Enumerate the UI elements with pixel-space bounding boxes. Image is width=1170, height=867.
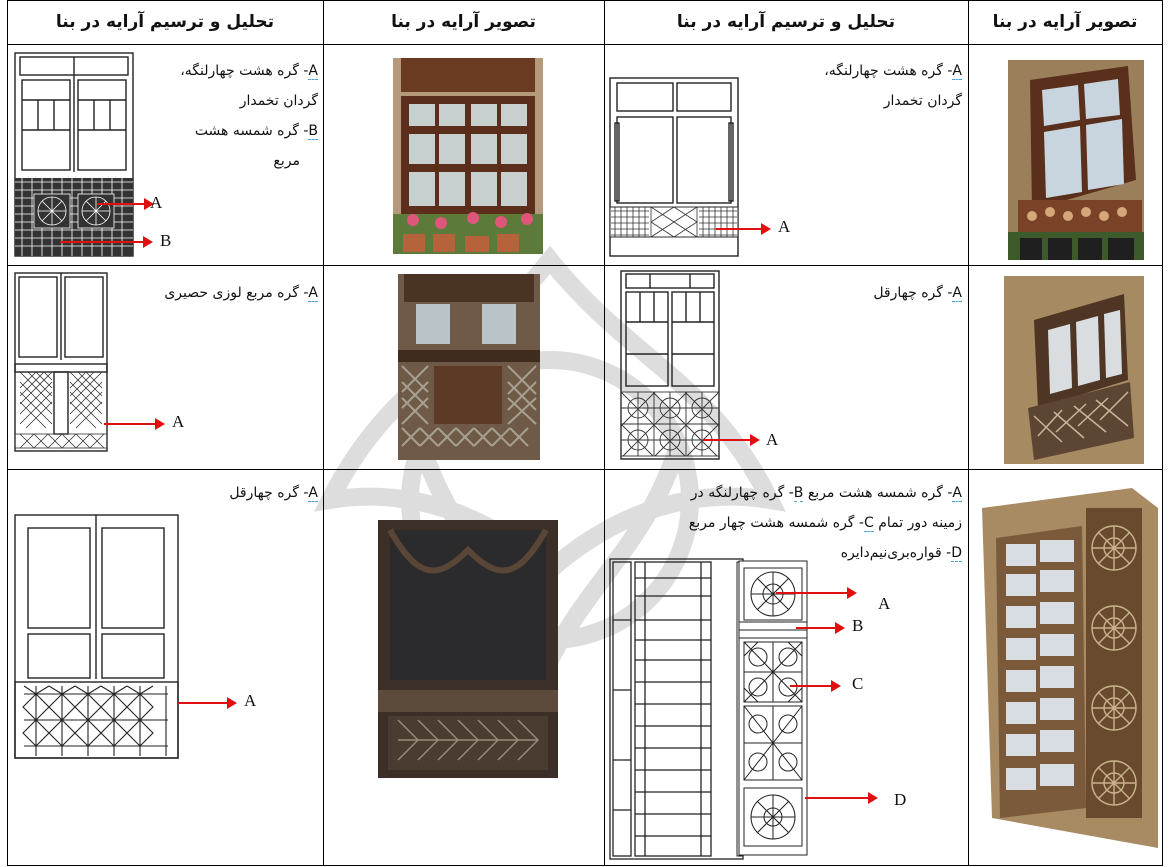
- window-drawing-row1-left: [14, 52, 134, 257]
- panel-pattern-row3-right: [738, 560, 808, 856]
- tag-b: B: [793, 485, 804, 502]
- note-line: - گره هشت چهارلنگه،: [180, 63, 309, 79]
- note-row3-left: A- گره چهارقل: [140, 478, 318, 508]
- photo-window-row3-left: [378, 520, 558, 778]
- header-col-photo-left: تصویر آرایه در بنا: [391, 12, 536, 32]
- header-col-photo-right: تصویر آرایه در بنا: [992, 12, 1138, 32]
- arrow-b-row1-left: [60, 236, 153, 248]
- note-line: - گره چهارقل: [873, 285, 953, 301]
- window-drawing-row2-left: [14, 272, 108, 452]
- photo-window-row3-right: [982, 478, 1162, 848]
- note-row2-left: A- گره مربع لوزی حصیری: [115, 278, 318, 308]
- label-a-row2-left: A: [172, 412, 185, 431]
- label-a-row1-right: A: [778, 217, 791, 236]
- note-line: - قواره‌بری‌نیم‌دایره: [840, 545, 952, 561]
- label-c-row3-right: C: [852, 674, 864, 693]
- note-line: - گره شمسه هشت: [194, 123, 309, 139]
- tag-b: B: [308, 123, 318, 140]
- note-line: گردان تخمدار: [883, 93, 962, 109]
- note-line: زمینه دور تمام: [873, 515, 962, 531]
- note-line: مربع: [273, 153, 300, 169]
- label-a-row3-left: A: [244, 691, 257, 710]
- tag-a: A: [308, 285, 318, 302]
- header-col-analysis-right: تحلیل و ترسیم آرایه در بنا: [676, 12, 896, 32]
- note-line: - گره شمسه هشت مربع: [803, 485, 953, 501]
- arrow-a-row3-right: [776, 587, 857, 599]
- tag-d: D: [951, 545, 962, 562]
- window-drawing-row3-left: [14, 514, 179, 759]
- note-line: - گره چهارلنگه در: [690, 485, 794, 501]
- note-line: - گره هشت چهارلنگه،: [824, 63, 953, 79]
- arrow-a-row2-right: [703, 434, 760, 446]
- arrow-a-row1-left: [97, 198, 154, 210]
- label-a-row2-right: A: [766, 430, 779, 449]
- note-line: - گره شمسه هشت چهار مربع: [688, 515, 864, 531]
- note-row2-right: A- گره چهارقل: [740, 278, 962, 308]
- tag-c: C: [863, 515, 874, 532]
- label-a-row3-right: A: [878, 594, 891, 613]
- window-drawing-row1-right: [609, 77, 739, 257]
- window-drawing-row2-right: [620, 270, 720, 460]
- tag-a: A: [952, 285, 962, 302]
- arrow-a-row2-left: [104, 418, 165, 430]
- arrow-a-row1-right: [716, 223, 771, 235]
- photo-window-row1-left: [393, 58, 543, 254]
- note-line: - گره چهارقل: [229, 485, 309, 501]
- window-drawing-row3-right: [609, 558, 744, 860]
- arrow-b-row3-right: [796, 622, 845, 634]
- label-a-row1-left: A: [150, 193, 163, 212]
- note-line: گردان تخمدار: [239, 93, 318, 109]
- arrow-a-row3-left: [178, 697, 237, 709]
- note-row1-right: A- گره هشت چهارلنگه، گردان تخمدار: [740, 56, 962, 116]
- tag-a: A: [952, 63, 962, 80]
- photo-window-row1-right: [1008, 60, 1144, 260]
- header-col-analysis-left: تحلیل و ترسیم آرایه در بنا: [55, 12, 275, 32]
- photo-window-row2-left: [398, 274, 540, 460]
- note-line: - گره مربع لوزی حصیری: [164, 285, 309, 301]
- label-b-row3-right: B: [852, 616, 864, 635]
- label-b-row1-left: B: [160, 231, 172, 250]
- tag-a: A: [952, 485, 962, 502]
- tag-a: A: [308, 63, 318, 80]
- arrow-d-row3-right: [805, 792, 878, 804]
- arrow-c-row3-right: [790, 680, 841, 692]
- note-row1-left: A- گره هشت چهارلنگه، گردان تخمدار B- گره…: [140, 56, 318, 176]
- note-row3-right: A- گره شمسه هشت مربع B- گره چهارلنگه در …: [610, 478, 962, 568]
- label-d-row3-right: D: [894, 790, 907, 809]
- tag-a: A: [308, 485, 318, 502]
- photo-window-row2-right: [1004, 276, 1144, 464]
